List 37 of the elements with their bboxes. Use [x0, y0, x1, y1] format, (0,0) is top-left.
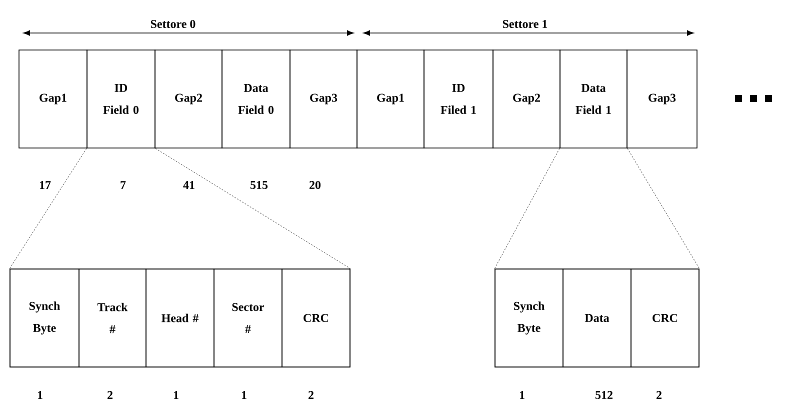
leader-line [9, 148, 87, 269]
field-cell: Gap3 [626, 50, 698, 148]
field-cell: ID Field 0 [86, 50, 156, 148]
field-cell: Gap2 [492, 50, 560, 148]
field-cell: Data Field 0 [222, 50, 290, 148]
byte-count: 20 [310, 180, 321, 190]
field-cell: Track # [78, 268, 146, 368]
byte-count: 1 [174, 391, 178, 399]
leader-line [494, 148, 560, 269]
field-cell: Gap2 [154, 50, 222, 148]
leader-line [155, 148, 351, 269]
byte-count: 2 [656, 391, 662, 399]
sector-label: Settore 1 [502, 20, 548, 28]
byte-count: 515 [250, 180, 268, 190]
byte-count: 7 [120, 181, 126, 189]
byte-count: 1 [520, 391, 524, 399]
leader-line [627, 148, 700, 269]
byte-count: 41 [183, 181, 194, 189]
sector-label: Settore 0 [150, 20, 196, 28]
byte-count: 2 [108, 391, 112, 399]
field-cell: Synch Byte [494, 268, 564, 368]
field-cell: ID Filed 1 [424, 50, 494, 148]
field-cell: CRC [630, 268, 700, 368]
byte-count: 17 [40, 181, 51, 189]
field-cell: Gap1 [18, 50, 88, 148]
field-cell: Gap3 [290, 50, 358, 148]
field-cell: Sector # [214, 268, 282, 368]
byte-count: 1 [242, 391, 246, 399]
byte-count: 1 [38, 391, 42, 399]
byte-count: 2 [308, 391, 314, 399]
field-cell: Gap1 [356, 50, 424, 148]
field-cell: Head # [146, 268, 214, 368]
field-cell: Synch Byte [10, 268, 80, 368]
field-cell: CRC [282, 268, 350, 368]
field-cell: Data Field 1 [560, 50, 628, 148]
field-cell: Data [562, 268, 632, 368]
byte-count: 512 [596, 390, 612, 400]
